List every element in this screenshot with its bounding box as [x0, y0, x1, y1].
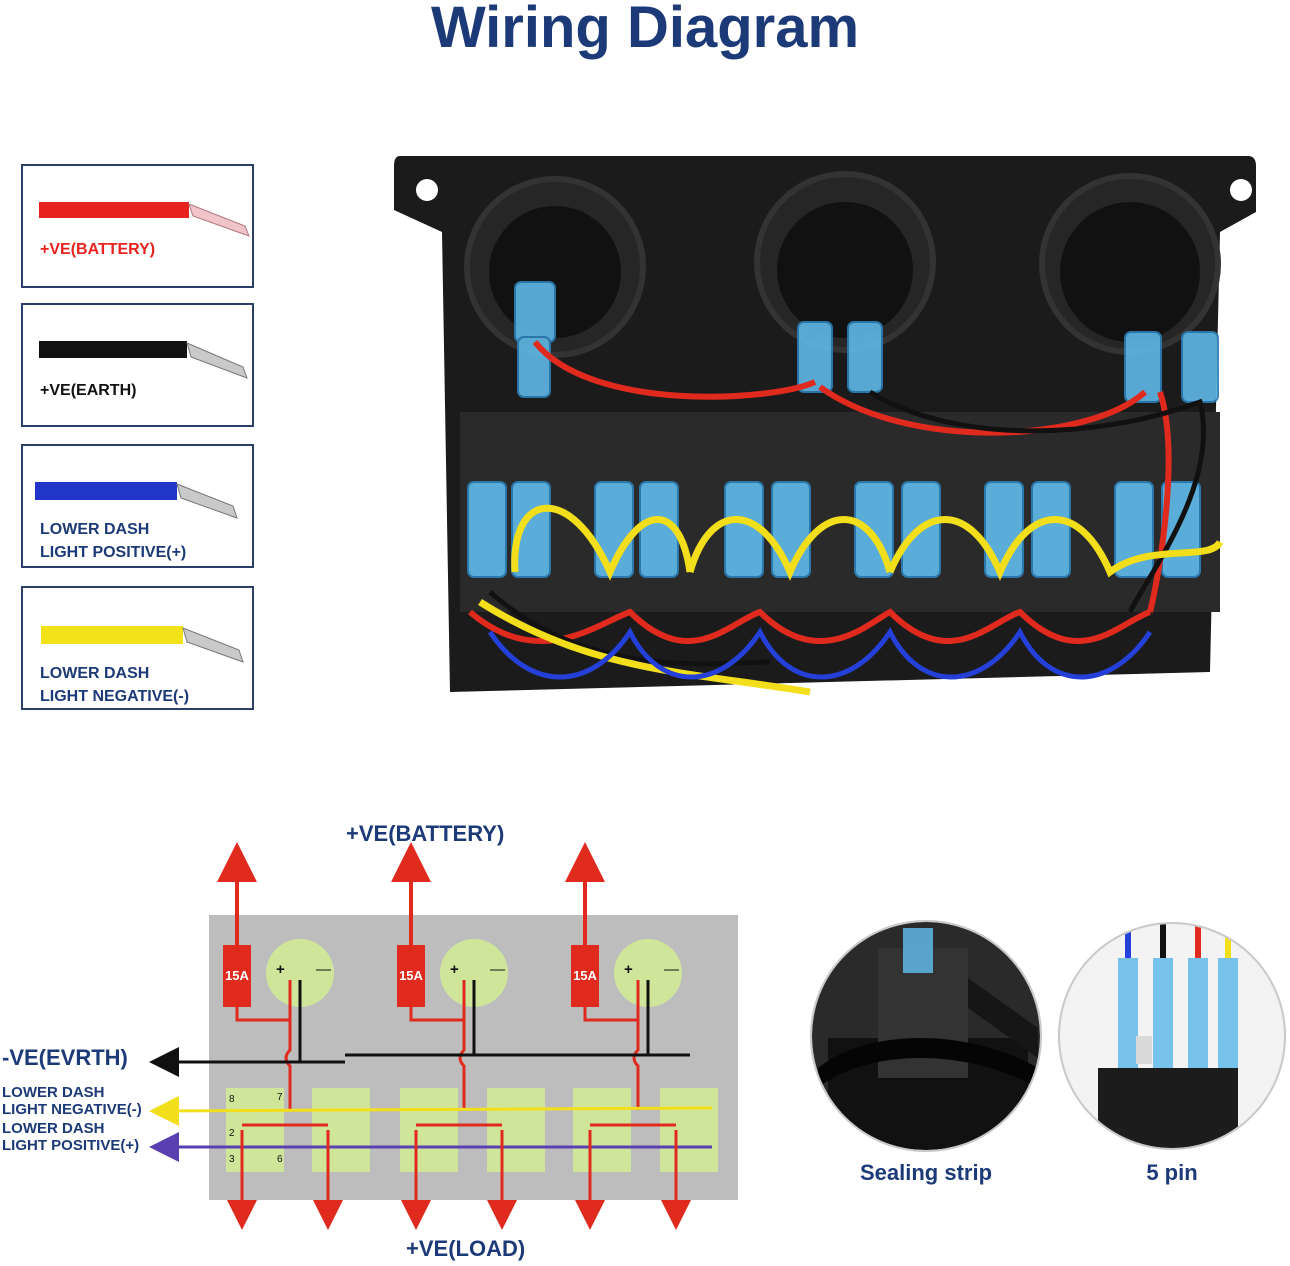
yellow-wire-icon: [41, 626, 244, 663]
switch-panel-photo: [394, 156, 1256, 696]
load-label: +VE(LOAD): [406, 1236, 526, 1261]
legend-label: LOWER DASH LIGHT NEGATIVE(-): [40, 665, 190, 705]
svg-text:2: 2: [229, 1128, 235, 1139]
socket-plus: +: [450, 961, 459, 978]
fuse: [397, 945, 425, 1007]
legend-battery: +VE(BATTERY): [21, 164, 254, 288]
five-pin-photo: [1058, 922, 1286, 1150]
socket-plus: +: [624, 961, 633, 978]
svg-text:6: 6: [277, 1154, 283, 1165]
legend-light-negative: LOWER DASH LIGHT NEGATIVE(-): [21, 586, 254, 710]
socket-circle: [614, 939, 682, 1007]
light-positive-label: LOWER DASH LIGHT POSITIVE(+): [2, 1120, 140, 1154]
blue-wire-icon: [35, 482, 238, 519]
wiring-schematic: 8 7 2 3 6: [149, 842, 738, 1230]
fuse-label: 15A: [573, 968, 597, 983]
legend-label: +VE(BATTERY): [40, 241, 156, 258]
svg-text:8: 8: [229, 1094, 235, 1105]
red-wire-icon: [39, 202, 250, 237]
earth-label: -VE(EVRTH): [2, 1045, 128, 1070]
battery-label: +VE(BATTERY): [346, 821, 505, 846]
fuse: [571, 945, 599, 1007]
socket-circle: [440, 939, 508, 1007]
svg-text:7: 7: [277, 1092, 283, 1103]
socket-3: [1039, 173, 1221, 355]
legend-label: LOWER DASH LIGHT POSITIVE(+): [40, 521, 187, 561]
fuse-label: 15A: [399, 968, 423, 983]
switch-blocks: [226, 1088, 718, 1172]
five-pin-caption: 5 pin: [1146, 1160, 1198, 1185]
svg-text:3: 3: [229, 1154, 235, 1165]
socket-2: [754, 171, 936, 353]
socket-minus: —: [316, 961, 331, 978]
page-title: Wiring Diagram: [430, 0, 860, 60]
fuse: [223, 945, 251, 1007]
legend-light-positive: LOWER DASH LIGHT POSITIVE(+): [21, 444, 254, 568]
sealing-strip-caption: Sealing strip: [859, 1160, 993, 1185]
socket-plus: +: [276, 961, 285, 978]
fuse-label: 15A: [225, 968, 249, 983]
legend-earth: +VE(EARTH): [21, 303, 254, 427]
socket-minus: —: [490, 961, 505, 978]
socket-minus: —: [664, 961, 679, 978]
legend-label: +VE(EARTH): [40, 382, 137, 399]
black-wire-icon: [39, 341, 248, 379]
light-negative-label: LOWER DASH LIGHT NEGATIVE(-): [2, 1084, 142, 1118]
socket-circle: [266, 939, 334, 1007]
sealing-strip-photo: [810, 920, 1042, 1152]
